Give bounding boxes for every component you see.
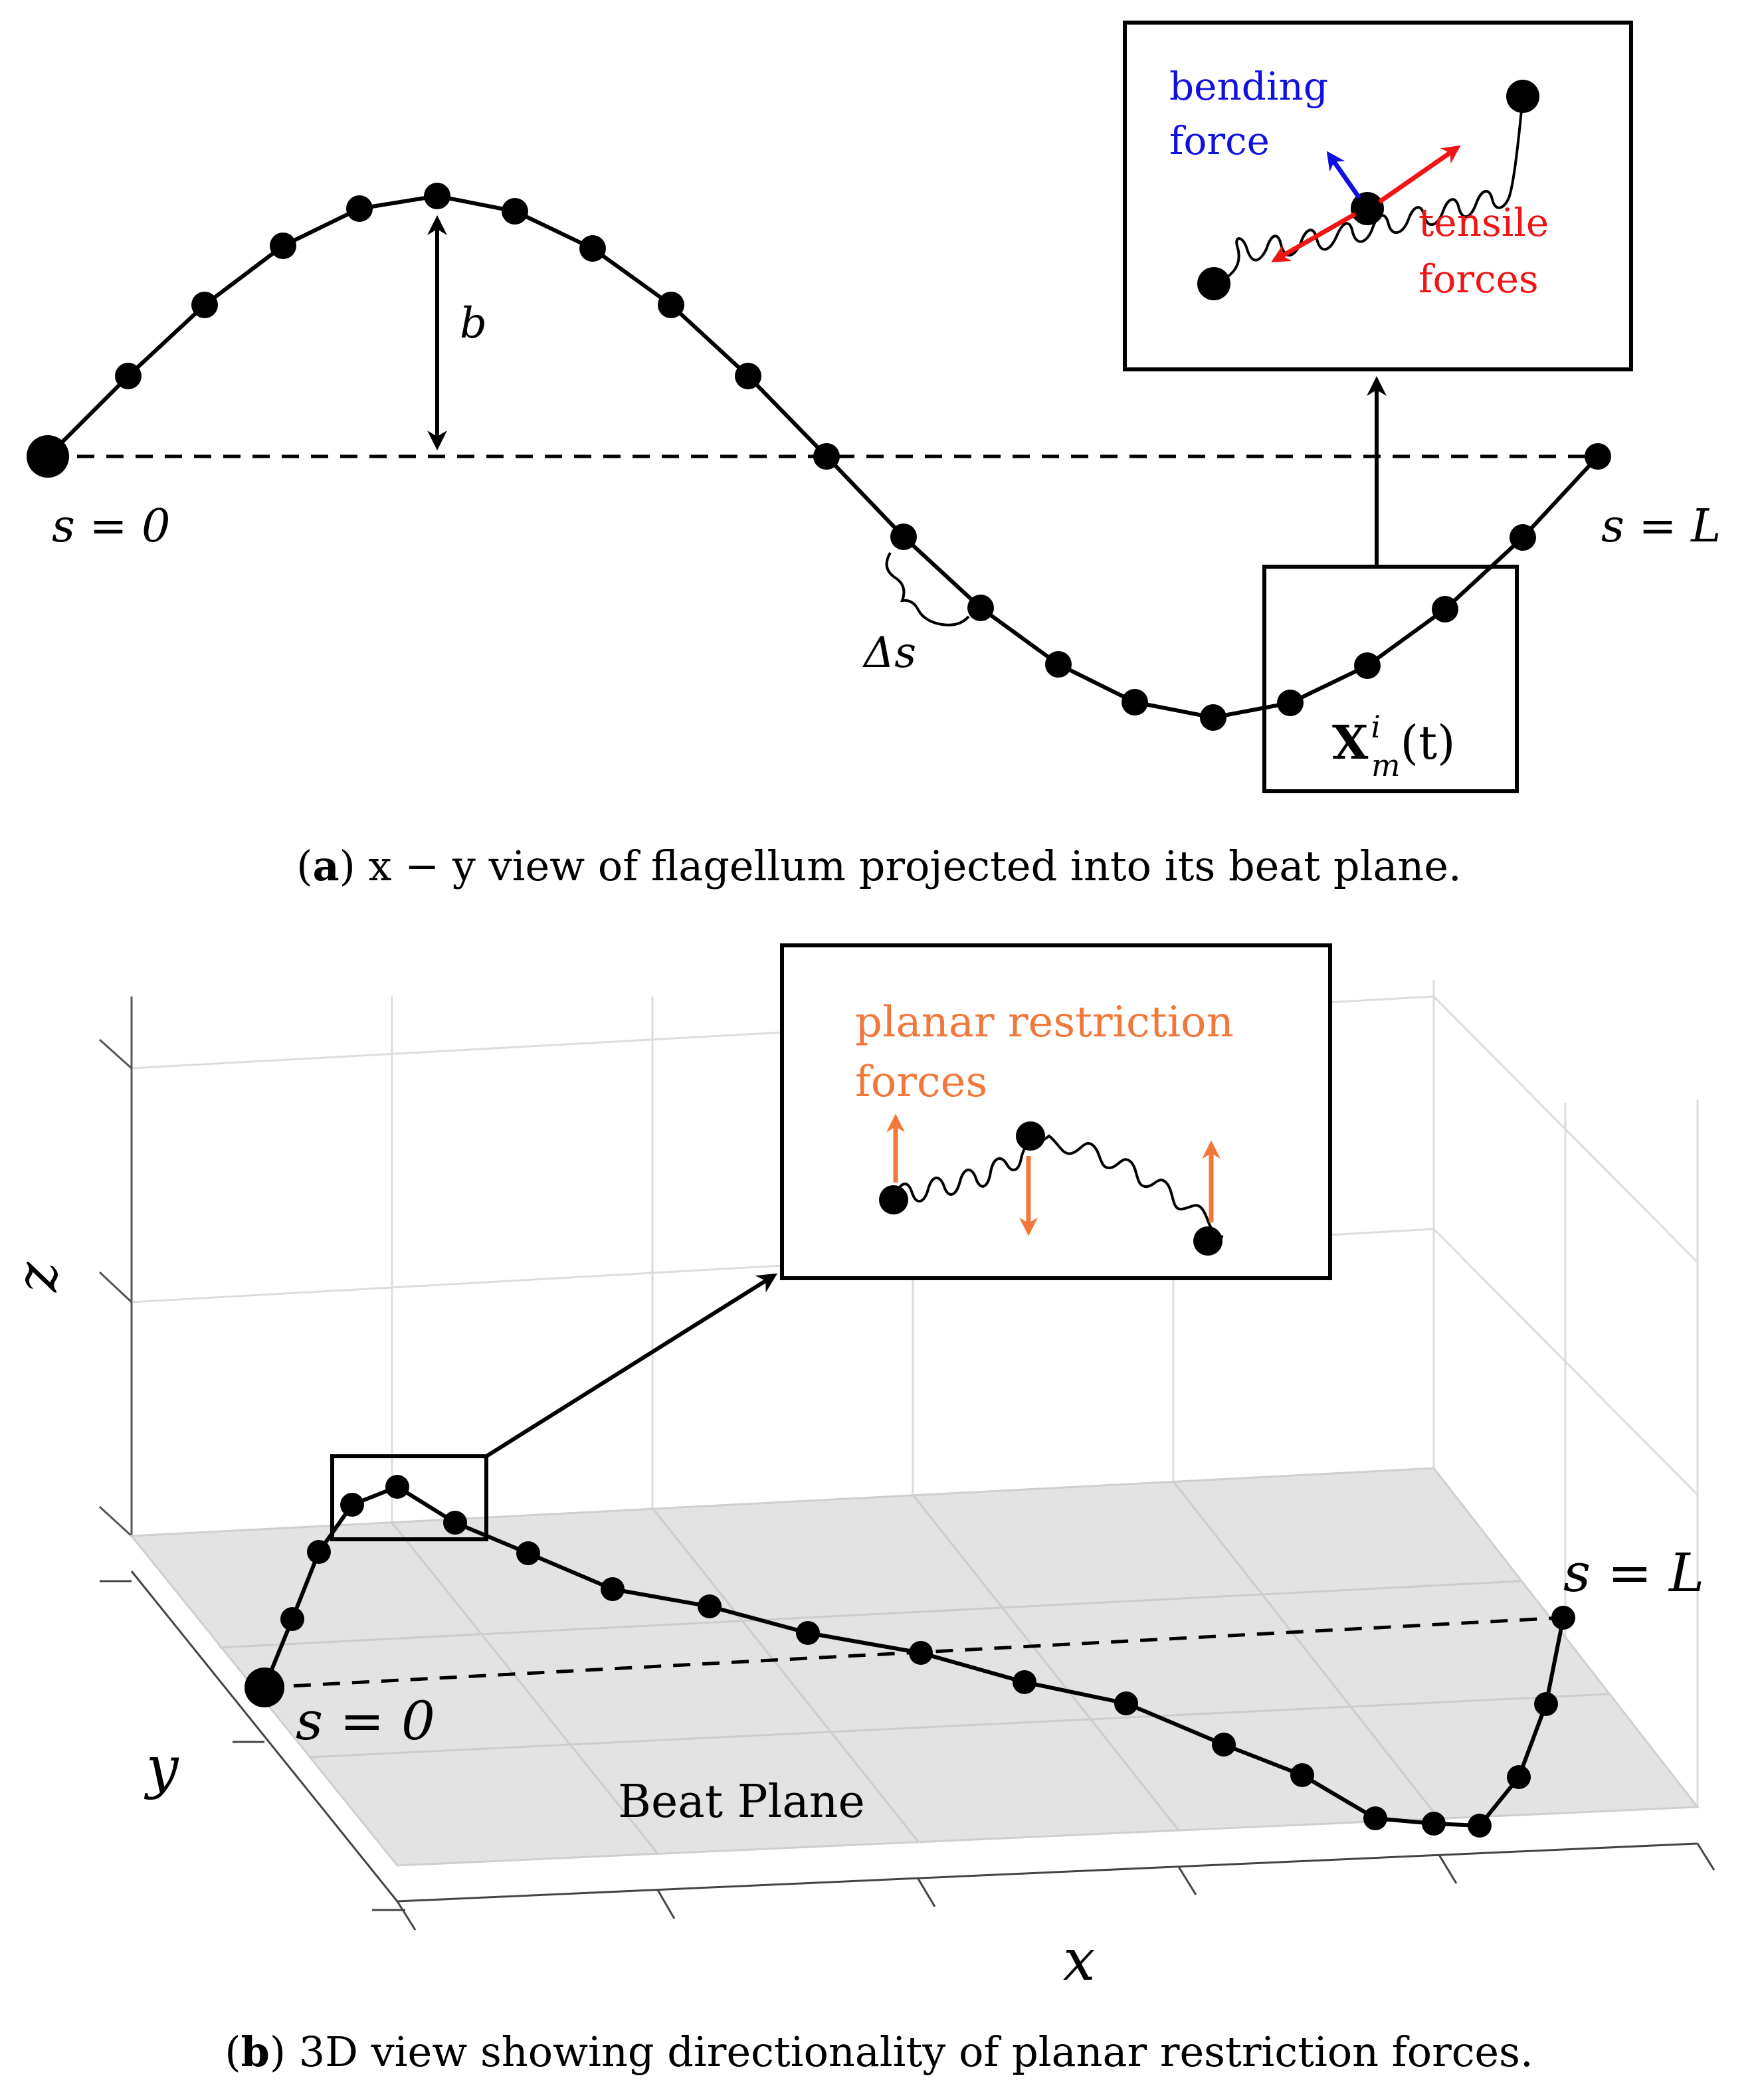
inset-node-left (1197, 267, 1230, 300)
node (813, 443, 840, 470)
inset-b-frame (780, 943, 1332, 1280)
bending-arrow (1326, 151, 1361, 200)
node (909, 1641, 933, 1665)
zoom-box-b (330, 1454, 488, 1541)
tensile-arrow-right (1378, 145, 1461, 204)
node (1114, 1691, 1138, 1715)
node (385, 1475, 409, 1499)
inset-b: planar restriction forces (780, 943, 1332, 1280)
node (424, 183, 450, 209)
node (967, 595, 994, 621)
node (1013, 1670, 1036, 1694)
node-start (27, 435, 69, 478)
inset-a: bending force tensile forces (1123, 21, 1633, 371)
node (1277, 690, 1304, 716)
node (280, 1607, 304, 1631)
planar-label-1: planar restriction (855, 998, 1234, 1047)
node (340, 1493, 364, 1517)
planar-label-2: forces (855, 1058, 987, 1107)
inset-b-node-left (879, 1185, 908, 1214)
inset-node-right (1506, 80, 1539, 113)
node (1468, 1814, 1492, 1838)
axis-x-label: x (1063, 1927, 1096, 1994)
node (1422, 1812, 1446, 1836)
spring-coil (1213, 96, 1524, 285)
node (1534, 1692, 1558, 1716)
node (735, 363, 761, 389)
node-end (1585, 443, 1611, 470)
node (1045, 651, 1072, 678)
end-label-b: s = L (1563, 1542, 1704, 1604)
node (191, 292, 218, 318)
tensile-label-2: forces (1418, 256, 1539, 302)
node (796, 1621, 820, 1645)
node-start (244, 1668, 284, 1707)
bending-label-2: force (1169, 118, 1270, 163)
tensile-arrow-left (1271, 211, 1357, 263)
node (698, 1594, 722, 1618)
axis-y-label: y (144, 1735, 179, 1801)
panel-b: planar restriction forces s = 0 s = L Be… (4, 943, 1715, 2076)
amplitude-label: b (460, 299, 487, 348)
node (1122, 689, 1148, 716)
node-highlight-box (1262, 565, 1519, 793)
node (502, 198, 528, 225)
inset-b-node-middle (1016, 1121, 1045, 1151)
flagellum-nodes-a (27, 183, 1611, 731)
node (1432, 596, 1458, 622)
node (1363, 1806, 1387, 1830)
caption-a: (a) x − y view of flagellum projected in… (296, 842, 1462, 890)
node (579, 235, 606, 262)
node (1200, 704, 1226, 731)
node (1510, 524, 1536, 551)
node (890, 524, 917, 550)
node (658, 292, 684, 318)
node (601, 1577, 625, 1601)
node-end (1551, 1606, 1575, 1630)
beat-plane-label: Beat Plane (618, 1776, 865, 1828)
node (443, 1511, 467, 1535)
flagellum-nodes-b (244, 1475, 1575, 1838)
bending-label-1: bending (1169, 64, 1328, 109)
axis-z-label: z (4, 1262, 70, 1293)
zoom-arrow-b (485, 1273, 778, 1458)
inset-node-middle (1351, 192, 1384, 225)
caption-b: (b) 3D view showing directionality of pl… (225, 2028, 1533, 2076)
node (1290, 1763, 1314, 1787)
start-label-a: s = 0 (52, 500, 170, 553)
node (516, 1541, 540, 1565)
node (1212, 1733, 1236, 1757)
start-label-b: s = 0 (296, 1690, 435, 1752)
inset-b-node-right (1193, 1226, 1222, 1256)
node (115, 363, 142, 389)
spacing-brace (885, 551, 970, 626)
node (1354, 652, 1381, 679)
spacing-label: Δs (862, 628, 916, 678)
node (307, 1540, 331, 1564)
node (270, 233, 296, 259)
end-label-a: s = L (1601, 500, 1721, 553)
beat-plane (129, 1467, 1700, 1867)
node (1507, 1765, 1531, 1789)
node (346, 195, 373, 222)
tensile-label-1: tensile (1418, 200, 1549, 245)
